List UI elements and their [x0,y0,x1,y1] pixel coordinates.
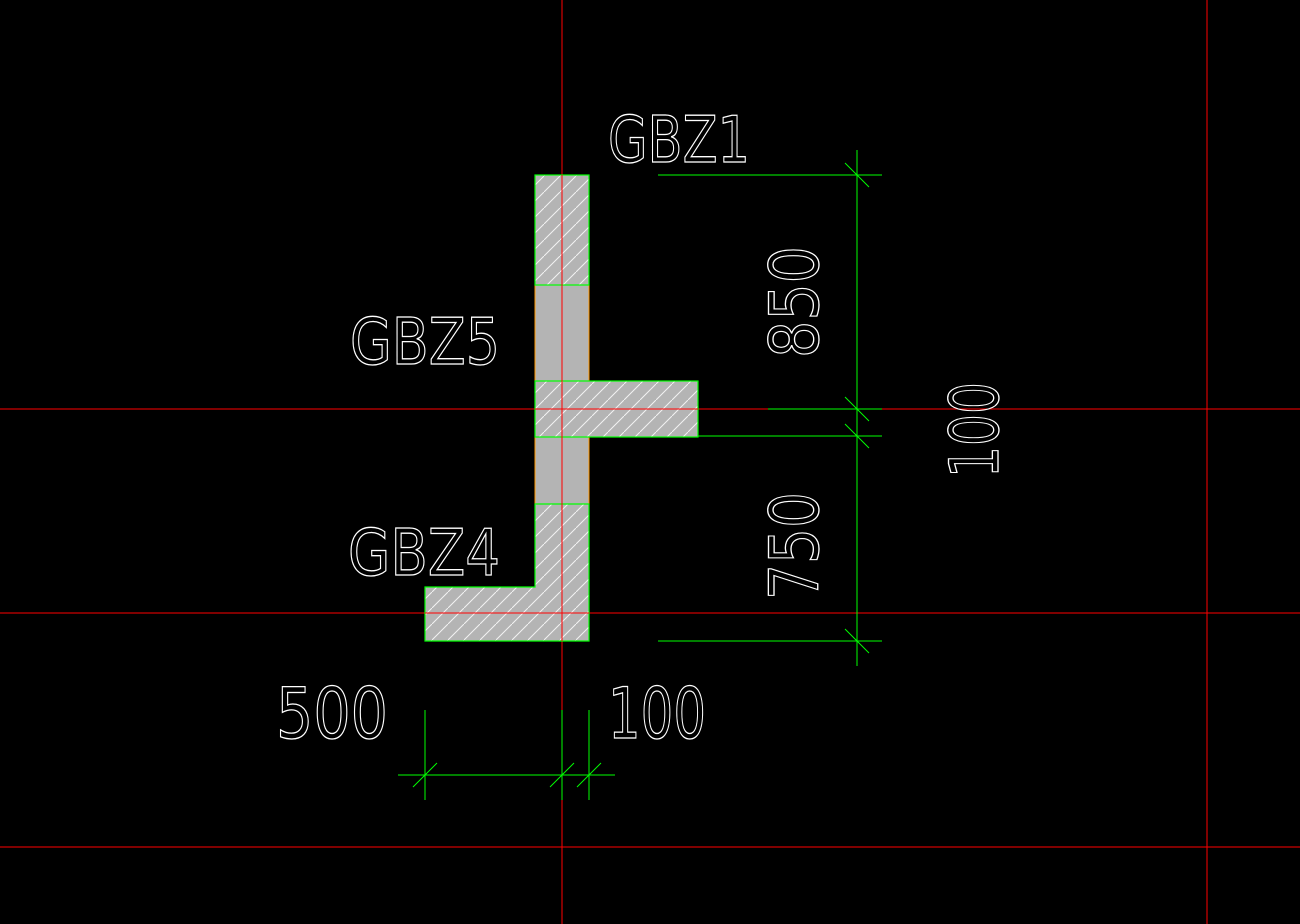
label-gbz1[interactable]: GBZ1 [607,103,750,178]
dimension-values: 850 100 750 500 100 [275,245,1015,755]
dim-tick-wall [844,423,870,449]
dim-value-850[interactable]: 850 [755,245,835,358]
dimension-lines [398,150,882,800]
dim-tick-axis [844,396,870,422]
component-labels: GBZ1 GBZ5 GBZ4 [347,103,750,591]
dim-tick-bottom [844,628,870,654]
dim-tick-center [549,762,575,788]
dim-value-100-vertical[interactable]: 100 [935,381,1015,478]
axis-overlay [425,175,698,641]
dim-value-500[interactable]: 500 [275,672,388,755]
label-gbz4[interactable]: GBZ4 [347,516,500,591]
dim-tick-left [412,762,438,788]
dim-value-100-horizontal[interactable]: 100 [607,672,706,755]
dim-tick-right [576,762,602,788]
dim-tick-top [844,162,870,188]
label-gbz5[interactable]: GBZ5 [349,305,500,380]
dim-value-750[interactable]: 750 [755,491,835,600]
column-gbz4[interactable] [424,503,590,642]
